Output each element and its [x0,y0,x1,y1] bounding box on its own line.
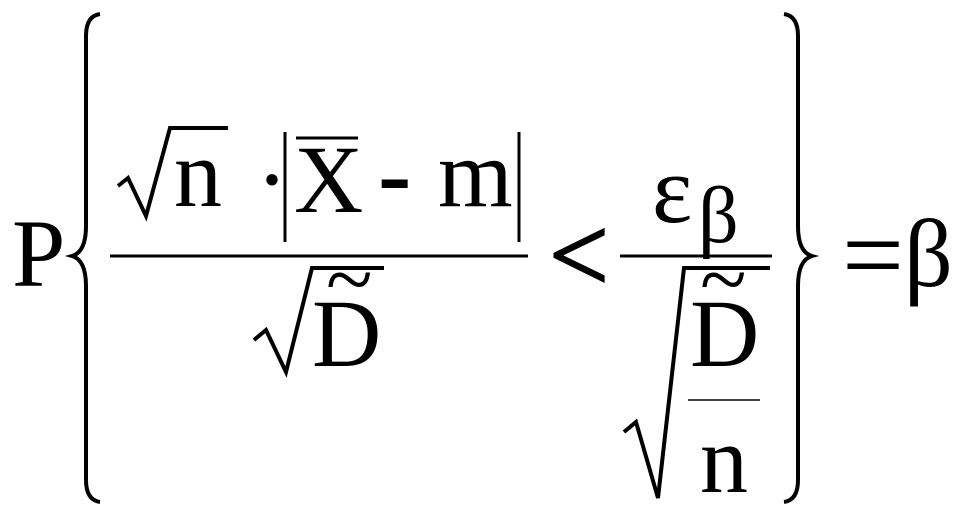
ratio-denominator-n: n [700,406,748,513]
right-curly-brace [783,12,820,504]
confidence-beta: β [904,200,953,307]
ratio-variance-tilde: ~ [700,231,747,327]
epsilon-symbol: ε [652,136,693,243]
variance-tilde: ~ [326,231,373,327]
sqrt-argument-n: n [174,120,222,227]
sqrt-n-radical [116,126,228,222]
population-mean-m: m [438,120,513,227]
left-curly-brace [64,12,101,504]
sqrt-ratio-radical [622,266,770,499]
variance-d: D [312,280,382,387]
less-than-sign: < [548,194,611,316]
sqrt-variance-radical [252,266,384,378]
multiplication-dot: · [256,126,288,233]
sample-mean-x: X [294,126,364,233]
minus-sign: - [378,118,412,229]
probability-symbol: P [12,200,66,307]
ratio-variance-d: D [690,280,760,387]
epsilon-subscript-beta: β [698,172,739,260]
equals-sign: = [842,194,905,316]
